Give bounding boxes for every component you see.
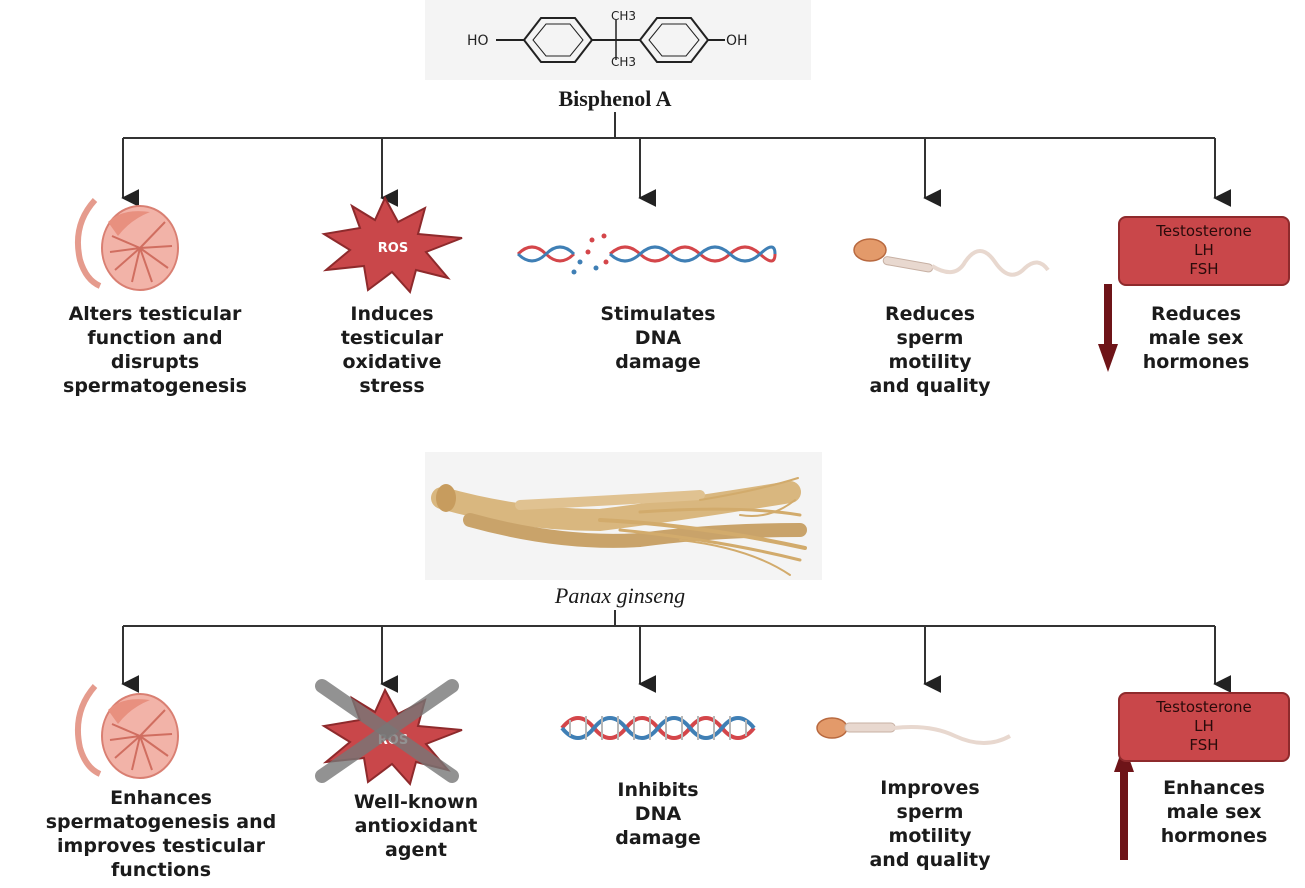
hormone-testosterone: Testosterone: [1156, 222, 1252, 240]
ginseng-effect-hormones-label: Enhances male sex hormones: [1160, 777, 1268, 847]
bpa-title: Bisphenol A: [558, 86, 672, 111]
dna-damage-icon: [516, 233, 777, 275]
ros-label: ROS: [378, 241, 408, 256]
hormone-fsh: FSH: [1189, 260, 1219, 278]
bpa-effect-sperm-label: Reduces sperm motility and quality: [869, 303, 991, 397]
testis-icon: [74, 684, 179, 779]
bpa-left-hydroxyl: HO: [467, 33, 489, 49]
ginseng-effect-testicular-label: Enhances spermatogenesis and improves te…: [45, 787, 277, 881]
hormone-testosterone: Testosterone: [1156, 698, 1252, 716]
hormone-lh: LH: [1194, 717, 1214, 735]
sperm-icon: [816, 717, 1011, 745]
ginseng-effect-sperm-label: Improves sperm motility and quality: [869, 777, 991, 871]
ginseng-title: Panax ginseng: [554, 583, 686, 608]
down-arrow-icon: [1098, 284, 1118, 372]
hormone-fsh: FSH: [1189, 736, 1219, 754]
ros-burst-icon: ROS: [321, 195, 463, 295]
sperm-icon: [853, 238, 1050, 277]
hormone-lh: LH: [1194, 241, 1214, 259]
bpa-right-hydroxyl: OH: [726, 33, 748, 49]
methyl-top: CH3: [611, 9, 636, 23]
bpa-hormone-box: Testosterone LH FSH: [1118, 216, 1290, 286]
testis-icon: [74, 197, 179, 291]
ginseng-hormone-box: Testosterone LH FSH: [1118, 692, 1290, 762]
ros-crossed-icon: ROS: [315, 679, 463, 787]
bpa-effect-oxidative-label: Induces testicular oxidative stress: [340, 303, 444, 397]
bpa-effect-dna-label: Stimulates DNA damage: [600, 303, 716, 373]
bpa-effect-testicular-label: Alters testicular function and disrupts …: [63, 303, 247, 397]
ginseng-effect-antioxidant-label: Well-known antioxidant agent: [353, 791, 479, 861]
methyl-bottom: CH3: [611, 55, 636, 69]
bpa-effect-hormones-label: Reduces male sex hormones: [1142, 303, 1250, 373]
dna-intact-icon: [560, 716, 756, 740]
ginseng-effect-dna-label: Inhibits DNA damage: [615, 779, 701, 849]
